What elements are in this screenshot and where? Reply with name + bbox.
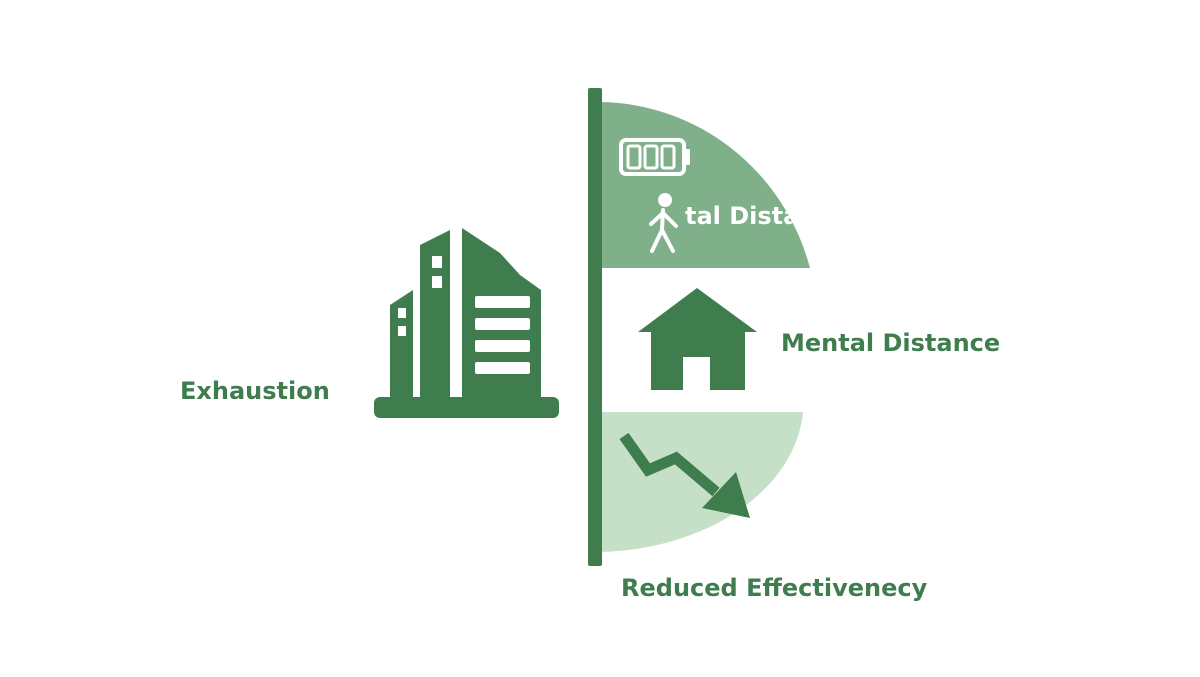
partial-distance-label: tal Distance	[685, 202, 847, 230]
house-icon	[638, 288, 757, 390]
walking-person-icon	[649, 193, 678, 253]
office-building-icon	[374, 228, 559, 418]
mental-distance-label: Mental Distance	[781, 329, 1001, 357]
vertical-divider	[588, 88, 602, 566]
exhaustion-label: Exhaustion	[180, 377, 330, 405]
reduced-effectiveness-label: Reduced Effectivenecy	[621, 574, 928, 602]
trend-down-arrow-icon	[619, 432, 750, 518]
half-circle-top-segment	[600, 102, 810, 268]
building-windows	[398, 256, 530, 374]
battery-icon	[619, 138, 690, 176]
